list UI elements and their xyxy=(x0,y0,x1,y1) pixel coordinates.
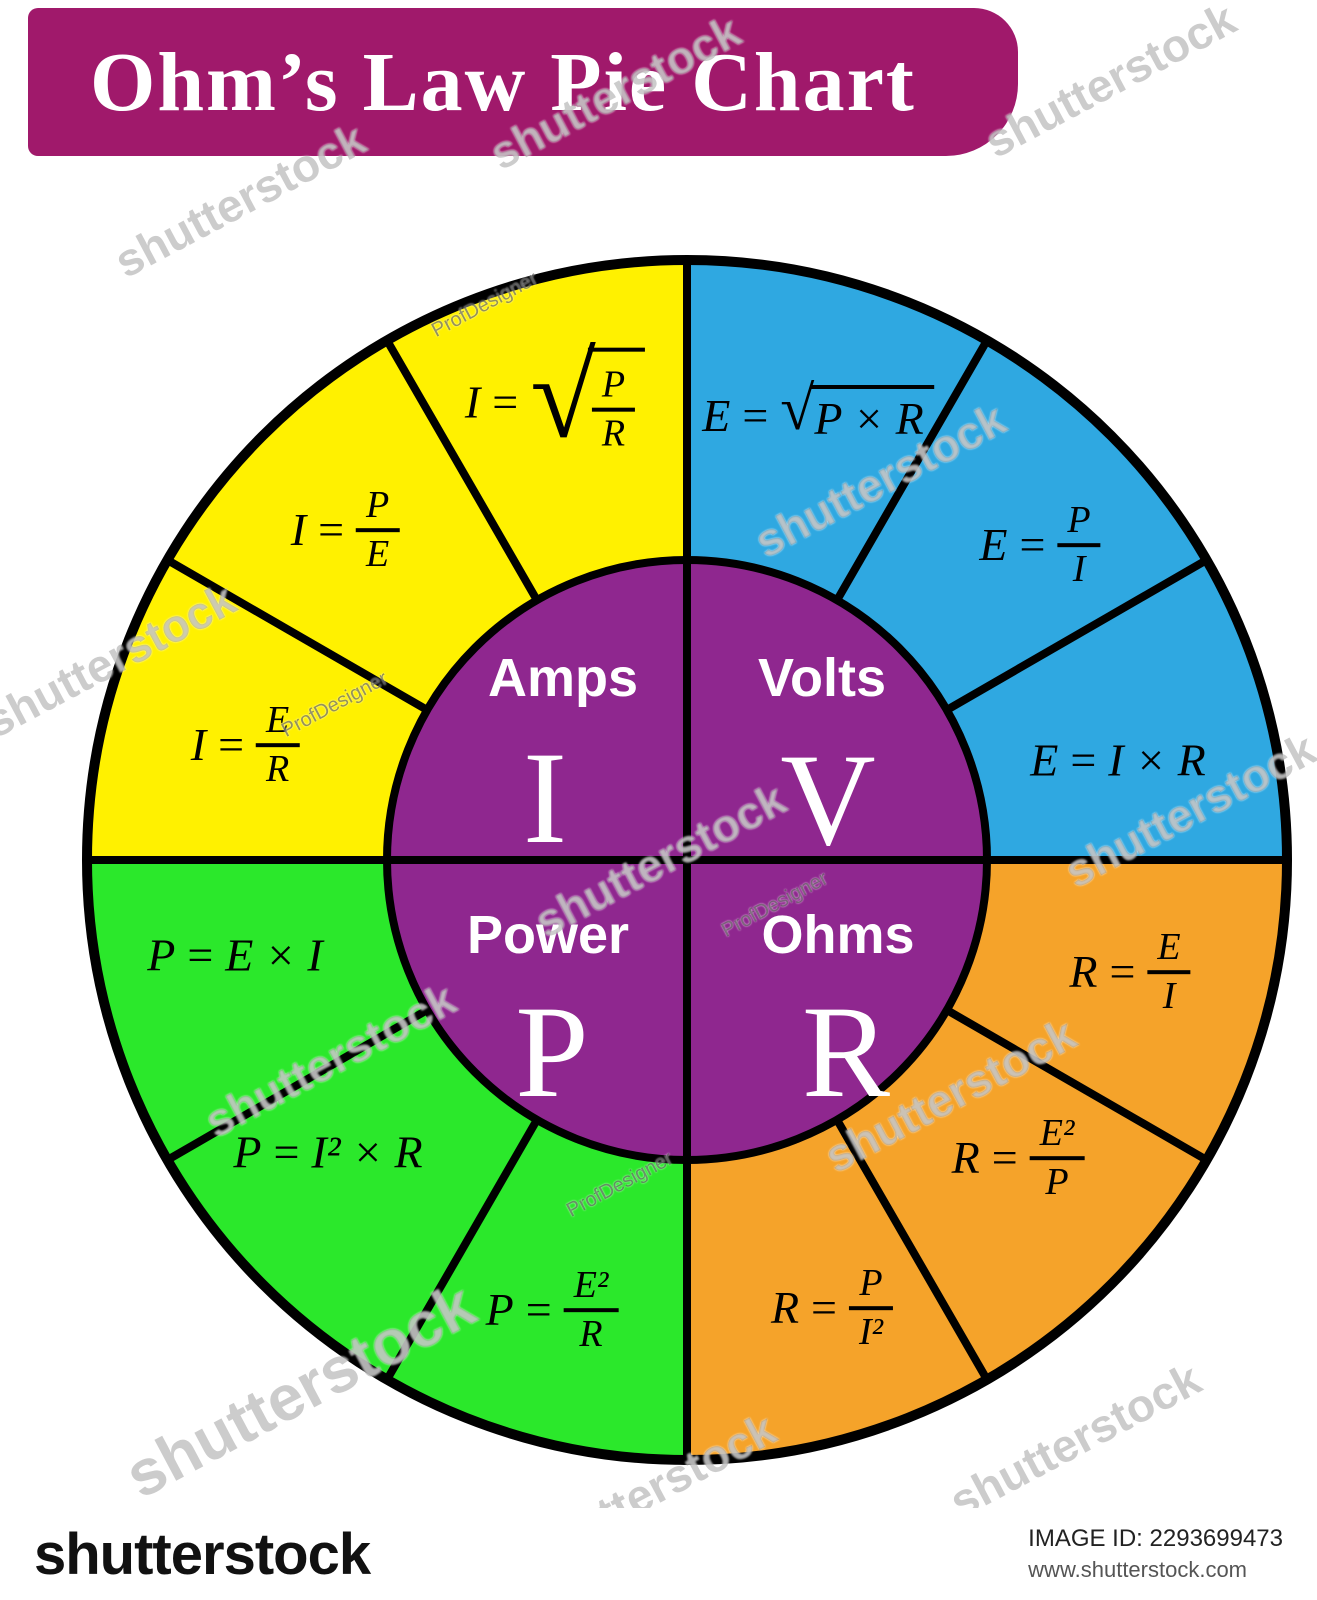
fraction-denominator: P xyxy=(1045,1161,1069,1203)
formula-expression: I² × R xyxy=(311,1126,423,1178)
formula-volts-sqrt-pxr: E = √ P × R xyxy=(702,375,934,445)
ohms-symbol: R xyxy=(801,978,891,1125)
fraction-numerator: E xyxy=(256,698,300,747)
formula-power-e2-over-r: P = E² R xyxy=(486,1263,619,1357)
formula-lhs: R xyxy=(951,1132,980,1184)
formula-lhs: I xyxy=(464,376,481,428)
formula-lhs: E xyxy=(1030,734,1059,786)
radical-sign: √ xyxy=(780,375,815,443)
fraction: P E xyxy=(356,483,400,577)
formula-power-exi: P = E × I xyxy=(147,929,323,982)
formula-amps-e-over-r: I = E R xyxy=(191,698,300,792)
fraction-denominator: R xyxy=(579,1313,603,1355)
formula-lhs: I xyxy=(190,719,207,771)
equals-sign: = xyxy=(318,504,345,556)
title-banner: Ohm’s Law Pie Chart xyxy=(28,8,1018,156)
formula-expression: I × R xyxy=(1108,734,1206,786)
formula-expression: E × I xyxy=(225,929,323,981)
formula-volts-p-over-i: E = P I xyxy=(979,498,1101,592)
formula-amps-p-over-e: I = P E xyxy=(291,483,400,577)
fraction: E² R xyxy=(563,1263,619,1357)
formula-ohms-p-over-i2: R = P I² xyxy=(771,1261,893,1355)
square-root: √ P × R xyxy=(780,375,934,445)
volts-label: Volts xyxy=(757,648,887,708)
outer-rim xyxy=(82,255,1292,1465)
fraction: E R xyxy=(256,698,300,792)
equals-sign: = xyxy=(811,1282,838,1334)
fraction-numerator: P xyxy=(591,363,636,412)
fraction: P R xyxy=(591,363,636,457)
fraction-numerator: E xyxy=(1147,925,1191,974)
segment-dividers xyxy=(165,338,1209,1382)
formula-lhs: P xyxy=(485,1284,514,1336)
equals-sign: = xyxy=(1070,734,1097,786)
power-label: Power xyxy=(466,905,630,965)
fraction: P I xyxy=(1057,498,1101,592)
equals-sign: = xyxy=(1019,519,1046,571)
fraction-denominator: E xyxy=(366,533,390,575)
fraction: E I xyxy=(1147,925,1191,1019)
equals-sign: = xyxy=(1109,946,1136,998)
page-title: Ohm’s Law Pie Chart xyxy=(90,35,916,129)
radicand: P × R xyxy=(810,385,934,445)
fraction-numerator: P xyxy=(849,1261,893,1310)
fraction-denominator: I² xyxy=(859,1311,884,1353)
fraction-numerator: P xyxy=(356,483,400,532)
ohms-divider-2 xyxy=(833,1117,991,1382)
formula-power-i2xr: P = I² × R xyxy=(233,1126,422,1179)
amps-label: Amps xyxy=(487,648,639,708)
fraction-denominator: R xyxy=(601,412,626,455)
fraction-denominator: R xyxy=(266,748,290,790)
square-root: √ P R xyxy=(530,329,646,463)
amps-divider-2 xyxy=(165,556,430,714)
formula-lhs: R xyxy=(770,1282,800,1334)
equals-sign: = xyxy=(742,389,769,441)
equals-sign: = xyxy=(525,1284,552,1336)
formula-amps-sqrt-p-over-r: I = √ P R xyxy=(464,329,646,463)
amps-divider-1 xyxy=(383,338,541,603)
power-divider-2 xyxy=(165,1006,430,1164)
ohms-divider-1 xyxy=(944,1006,1209,1164)
equals-sign: = xyxy=(187,929,214,981)
fraction: E² P xyxy=(1029,1111,1085,1205)
formula-lhs: E xyxy=(979,519,1008,571)
radicand: P R xyxy=(587,347,646,457)
equals-sign: = xyxy=(273,1126,300,1178)
fraction-numerator: E² xyxy=(563,1263,619,1312)
power-divider-1 xyxy=(383,1117,541,1382)
power-symbol: P xyxy=(515,978,589,1125)
footer-bar: shutterstock IMAGE ID: 2293699473 www.sh… xyxy=(0,1508,1317,1600)
fraction-numerator: P xyxy=(1057,498,1101,547)
formula-ohms-e-over-i: R = E I xyxy=(1069,925,1191,1019)
amps-symbol: I xyxy=(523,724,567,871)
image-meta: IMAGE ID: 2293699473 www.shutterstock.co… xyxy=(1028,1523,1283,1585)
formula-lhs: E xyxy=(702,389,731,441)
fraction: P I² xyxy=(849,1261,893,1355)
fraction-numerator: E² xyxy=(1029,1111,1085,1160)
volts-divider-1 xyxy=(833,338,991,603)
formula-volts-ixr: E = I × R xyxy=(1030,734,1206,787)
image-id: IMAGE ID: 2293699473 xyxy=(1028,1524,1283,1552)
equals-sign: = xyxy=(218,719,245,771)
equals-sign: = xyxy=(492,376,519,428)
formula-lhs: R xyxy=(1069,946,1098,998)
shutterstock-logo: shutterstock xyxy=(34,1521,371,1587)
site-url: www.shutterstock.com xyxy=(1028,1557,1248,1583)
volts-symbol: V xyxy=(780,726,876,873)
fraction-denominator: I xyxy=(1162,975,1176,1017)
formula-lhs: I xyxy=(290,504,307,556)
formula-lhs: P xyxy=(147,929,176,981)
volts-divider-2 xyxy=(944,556,1209,714)
ohms-label: Ohms xyxy=(761,905,915,965)
formula-lhs: P xyxy=(233,1126,262,1178)
radical-sign: √ xyxy=(530,329,596,463)
fraction-denominator: I xyxy=(1072,548,1086,590)
equals-sign: = xyxy=(991,1132,1018,1184)
formula-ohms-e2-over-p: R = E² P xyxy=(952,1111,1085,1205)
